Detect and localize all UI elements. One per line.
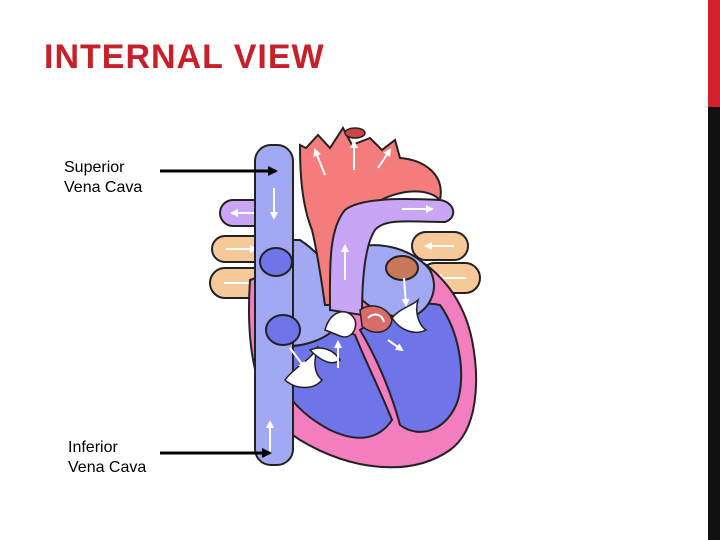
flow-arrows bbox=[289, 277, 410, 370]
svc-opening bbox=[259, 247, 293, 277]
pulmonary-artery bbox=[328, 198, 455, 317]
accent-bar-red bbox=[708, 0, 720, 107]
mitral-valve bbox=[391, 297, 428, 334]
accent-bar-black bbox=[708, 107, 720, 540]
superior-vena-cava-label-line2: Vena Cava bbox=[64, 179, 143, 196]
aortic-valve bbox=[359, 305, 393, 333]
vena-cava bbox=[254, 144, 294, 466]
slide-title: INTERNAL VIEW bbox=[44, 38, 325, 76]
inferior-vena-cava-label: Inferior Vena Cava bbox=[68, 438, 146, 478]
left-atrial-appendage bbox=[385, 255, 419, 281]
ivc-opening bbox=[265, 314, 301, 346]
inferior-vena-cava-label-line1: Inferior bbox=[68, 439, 118, 456]
superior-vena-cava-label: Superior Vena Cava bbox=[64, 158, 142, 198]
pulmonary-valve bbox=[324, 310, 357, 338]
inferior-vena-cava-label-line2: Vena Cava bbox=[68, 459, 147, 476]
superior-vena-cava-label-line1: Superior bbox=[64, 159, 125, 176]
